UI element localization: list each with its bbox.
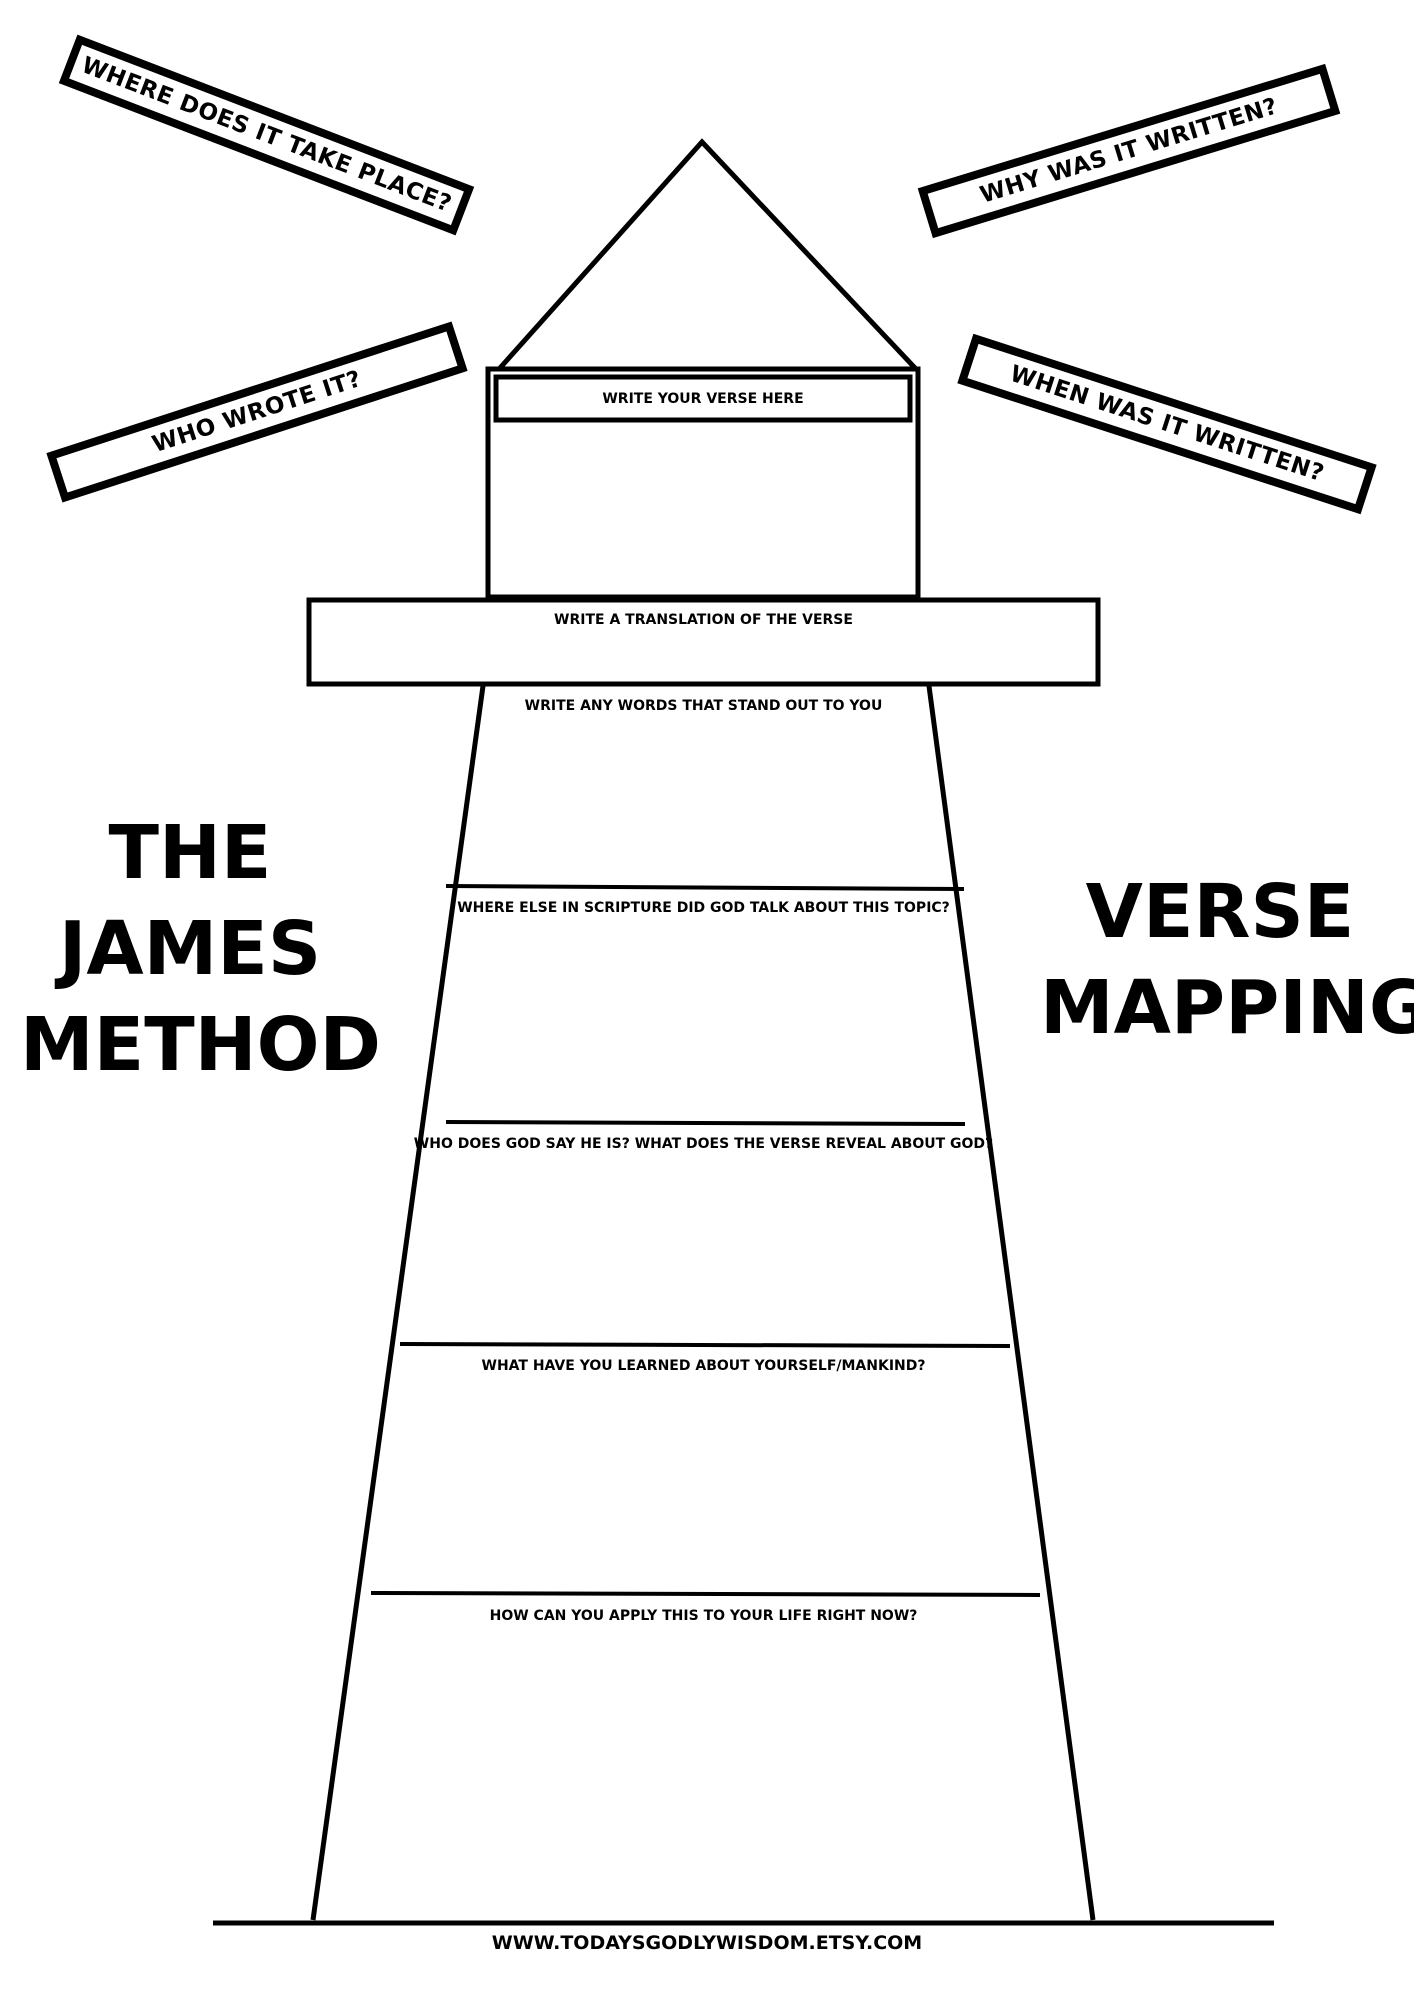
lantern-room [485, 366, 921, 600]
verse-box [493, 374, 913, 423]
footer-url: WWW.TODAYSGODLYWISDOM.ETSY.COM [491, 1932, 923, 1954]
title-left-line3: METHOD [20, 1002, 381, 1089]
tower-right-edge [926, 685, 1096, 1921]
divider-3 [399, 1342, 1011, 1348]
title-left: THE JAMES METHOD [20, 805, 381, 1094]
translation-band [306, 597, 1101, 687]
divider-2 [445, 1120, 966, 1126]
label-scripture: WHERE ELSE IN SCRIPTURE DID GOD TALK ABO… [457, 900, 950, 916]
divider-1 [445, 884, 965, 891]
label-god: WHO DOES GOD SAY HE IS? WHAT DOES THE VE… [413, 1136, 994, 1152]
title-right: VERSE MAPPING [1040, 864, 1414, 1056]
title-left-line2: JAMES [58, 906, 322, 993]
label-verse: WRITE YOUR VERSE HERE [602, 391, 804, 407]
title-right-line2: MAPPING [1040, 965, 1414, 1052]
title-right-line1: VERSE [1085, 869, 1355, 955]
divider-4 [370, 1591, 1041, 1597]
lighthouse-roof [498, 138, 917, 370]
label-translation: WRITE A TRANSLATION OF THE VERSE [554, 612, 853, 628]
label-learned: WHAT HAVE YOU LEARNED ABOUT YOURSELF/MAN… [481, 1358, 926, 1374]
label-apply: HOW CAN YOU APPLY THIS TO YOUR LIFE RIGH… [489, 1608, 918, 1624]
tower-left-edge [310, 685, 486, 1921]
title-left-line1: THE [108, 810, 272, 896]
label-words: WRITE ANY WORDS THAT STAND OUT TO YOU [524, 698, 883, 714]
